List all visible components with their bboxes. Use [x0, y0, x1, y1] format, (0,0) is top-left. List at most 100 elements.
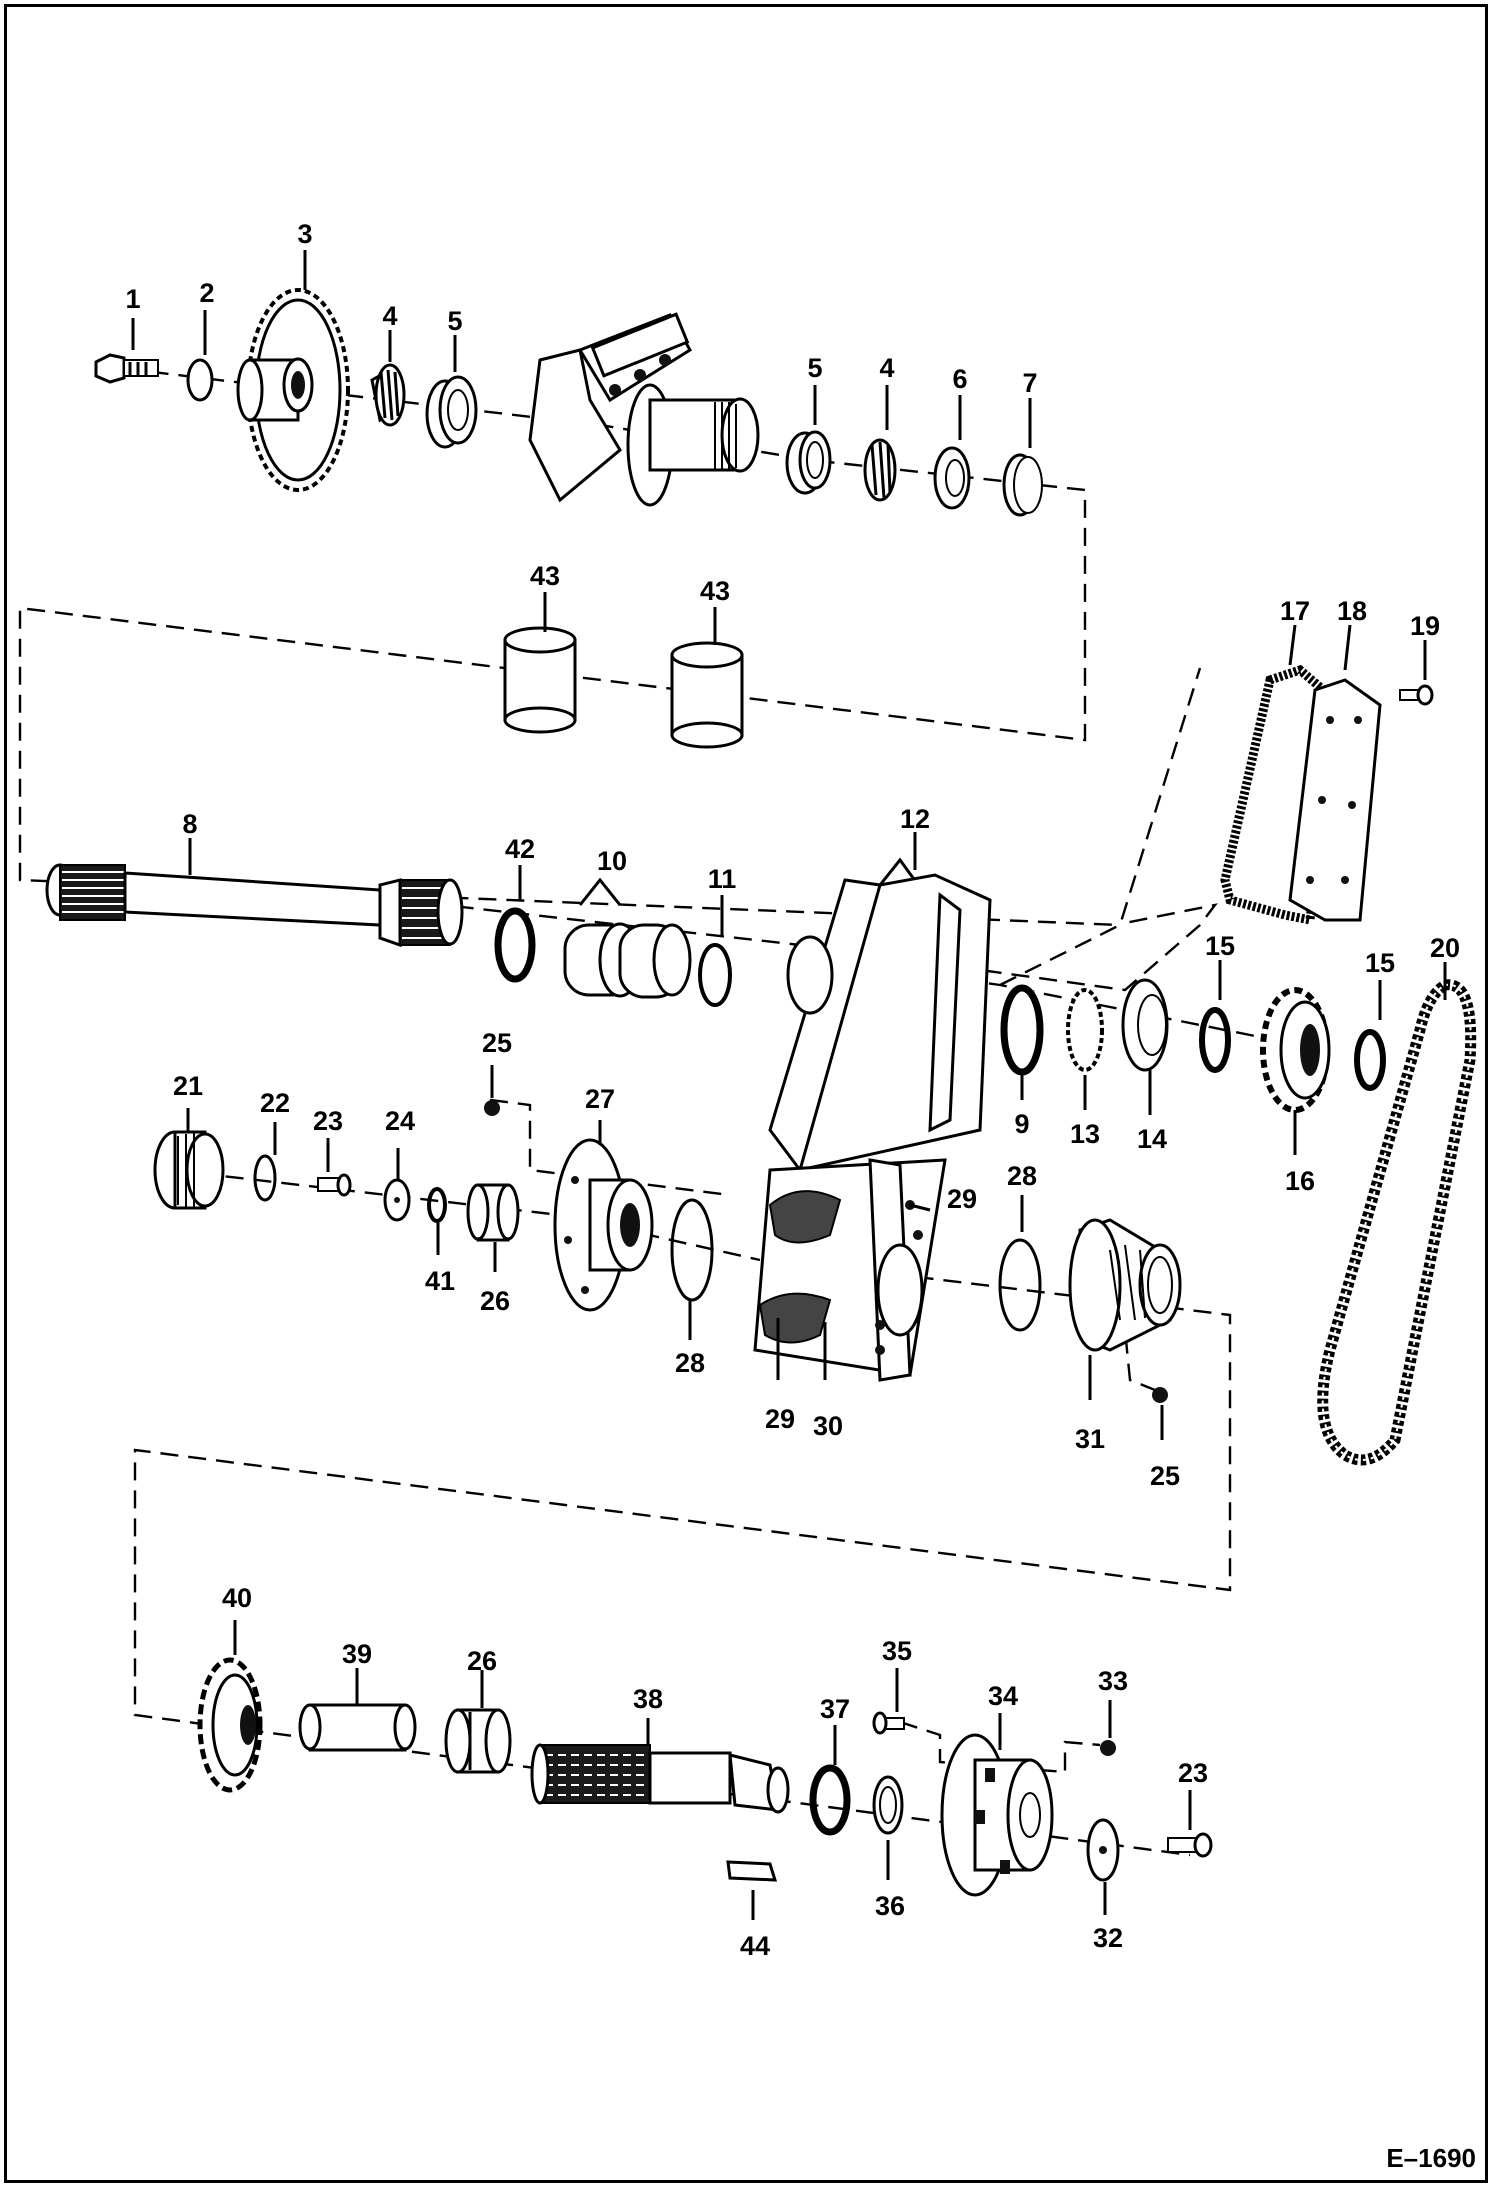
callout-15a: 15 [1205, 931, 1235, 961]
part-4-cone-b [863, 438, 897, 502]
center-lines [18, 363, 1301, 1857]
callout-7: 7 [1022, 368, 1037, 398]
callout-8: 8 [182, 809, 197, 839]
callout-1: 1 [125, 284, 140, 314]
callout-21: 21 [173, 1071, 203, 1101]
callout-41: 41 [425, 1266, 455, 1296]
callout-16: 16 [1285, 1166, 1315, 1196]
part-25-fitting-b [1152, 1387, 1168, 1403]
callout-5a: 5 [447, 306, 462, 336]
callout-18: 18 [1337, 596, 1367, 626]
callout-12: 12 [900, 804, 930, 834]
drawing-number: E–1690 [1386, 2143, 1476, 2173]
part-4-bearing-cone [370, 363, 406, 427]
part-14-nut [1121, 978, 1169, 1072]
part-40-sprocket [197, 1657, 263, 1793]
part-18-cover-plate [1288, 678, 1382, 922]
callout-29a: 29 [947, 1184, 977, 1214]
callout-19: 19 [1410, 611, 1440, 641]
callout-25b: 25 [1150, 1461, 1180, 1491]
part-32-cap [1086, 1818, 1120, 1882]
part-11-o-ring [698, 943, 732, 1007]
part-23-bolt-a [317, 1173, 352, 1197]
part-17-gasket [1220, 664, 1340, 926]
callout-17: 17 [1280, 596, 1310, 626]
part-15-ring-a [1199, 1007, 1231, 1073]
callout-14: 14 [1137, 1124, 1167, 1154]
part-43-bushing-b [670, 641, 744, 749]
callout-4b: 4 [879, 353, 894, 383]
part-3-sprocket [236, 288, 350, 492]
part-25-fitting-a [484, 1100, 500, 1116]
part-27-hub [553, 1138, 654, 1312]
callout-40: 40 [222, 1583, 252, 1613]
part-39-spacer [298, 1703, 417, 1752]
part-36-cone [872, 1775, 904, 1835]
callout-28b: 28 [1007, 1161, 1037, 1191]
callout-27: 27 [585, 1084, 615, 1114]
part-22-o-ring [253, 1154, 277, 1202]
part-7-ring [1002, 453, 1043, 517]
part-44-key [726, 1860, 778, 1882]
part-38-stub-shaft [530, 1743, 790, 1814]
callout-30: 30 [813, 1411, 843, 1441]
part-16-sprocket [1260, 987, 1331, 1113]
callout-11: 11 [708, 864, 737, 894]
callout-15b: 15 [1365, 948, 1395, 978]
callout-4a: 4 [382, 301, 397, 331]
part-1-bolt [94, 353, 159, 384]
callout-34: 34 [988, 1681, 1018, 1711]
part-15-ring-b [1354, 1029, 1386, 1091]
callout-26b: 26 [467, 1646, 497, 1676]
callout-42: 42 [505, 834, 535, 864]
part-21-nut [153, 1130, 225, 1210]
drawing-frame [4, 4, 1488, 2183]
callout-37: 37 [820, 1694, 850, 1724]
part-26-bearing-a [466, 1183, 520, 1242]
callout-5b: 5 [807, 353, 822, 383]
part-24-washer [383, 1178, 411, 1222]
part-5-cup-b [785, 430, 832, 495]
callout-43b: 43 [700, 576, 730, 606]
part-2-washer [186, 358, 214, 402]
callout-26a: 26 [480, 1286, 510, 1316]
callout-9: 9 [1014, 1109, 1029, 1139]
callout-3: 3 [297, 219, 312, 249]
callout-35: 35 [882, 1636, 912, 1666]
part-12-chaincase-housing [753, 857, 992, 1382]
part-26-bearing-b [444, 1708, 512, 1774]
part-34-wheel-hub [940, 1733, 1054, 1897]
part-33-fitting [1100, 1740, 1116, 1756]
callout-22: 22 [260, 1088, 290, 1118]
part-5-bearing-cup [425, 375, 478, 449]
callout-6: 6 [952, 364, 967, 394]
part-37-seal [809, 1764, 851, 1836]
spindle-housing [528, 312, 760, 507]
part-6-seal [933, 446, 971, 510]
part-41-ring [427, 1187, 447, 1223]
callout-24: 24 [385, 1106, 415, 1136]
callout-33: 33 [1098, 1666, 1128, 1696]
callout-32: 32 [1093, 1923, 1123, 1953]
part-19-screw [1399, 684, 1434, 706]
part-28-o-ring-a [670, 1198, 714, 1302]
callout-38: 38 [633, 1684, 663, 1714]
part-9-seal [1000, 984, 1044, 1076]
callout-31: 31 [1075, 1424, 1105, 1454]
callout-20: 20 [1430, 933, 1460, 963]
part-31-bearing-housing [1068, 1218, 1182, 1352]
callout-43a: 43 [530, 561, 560, 591]
part-20-drive-chain [1317, 979, 1477, 1466]
part-8-axle-shaft [45, 863, 464, 948]
callout-2: 2 [199, 278, 214, 308]
part-28-o-ring-b [998, 1238, 1042, 1332]
callout-36: 36 [875, 1891, 905, 1921]
part-10-bearings [563, 922, 692, 999]
callout-10: 10 [597, 846, 627, 876]
callout-44: 44 [740, 1931, 770, 1961]
part-23-bolt-b [1167, 1832, 1213, 1858]
callout-29b: 29 [765, 1404, 795, 1434]
callout-28a: 28 [675, 1348, 705, 1378]
callout-labels: 1 2 3 4 5 5 4 6 7 43 43 17 18 19 8 42 10… [125, 219, 1460, 1961]
